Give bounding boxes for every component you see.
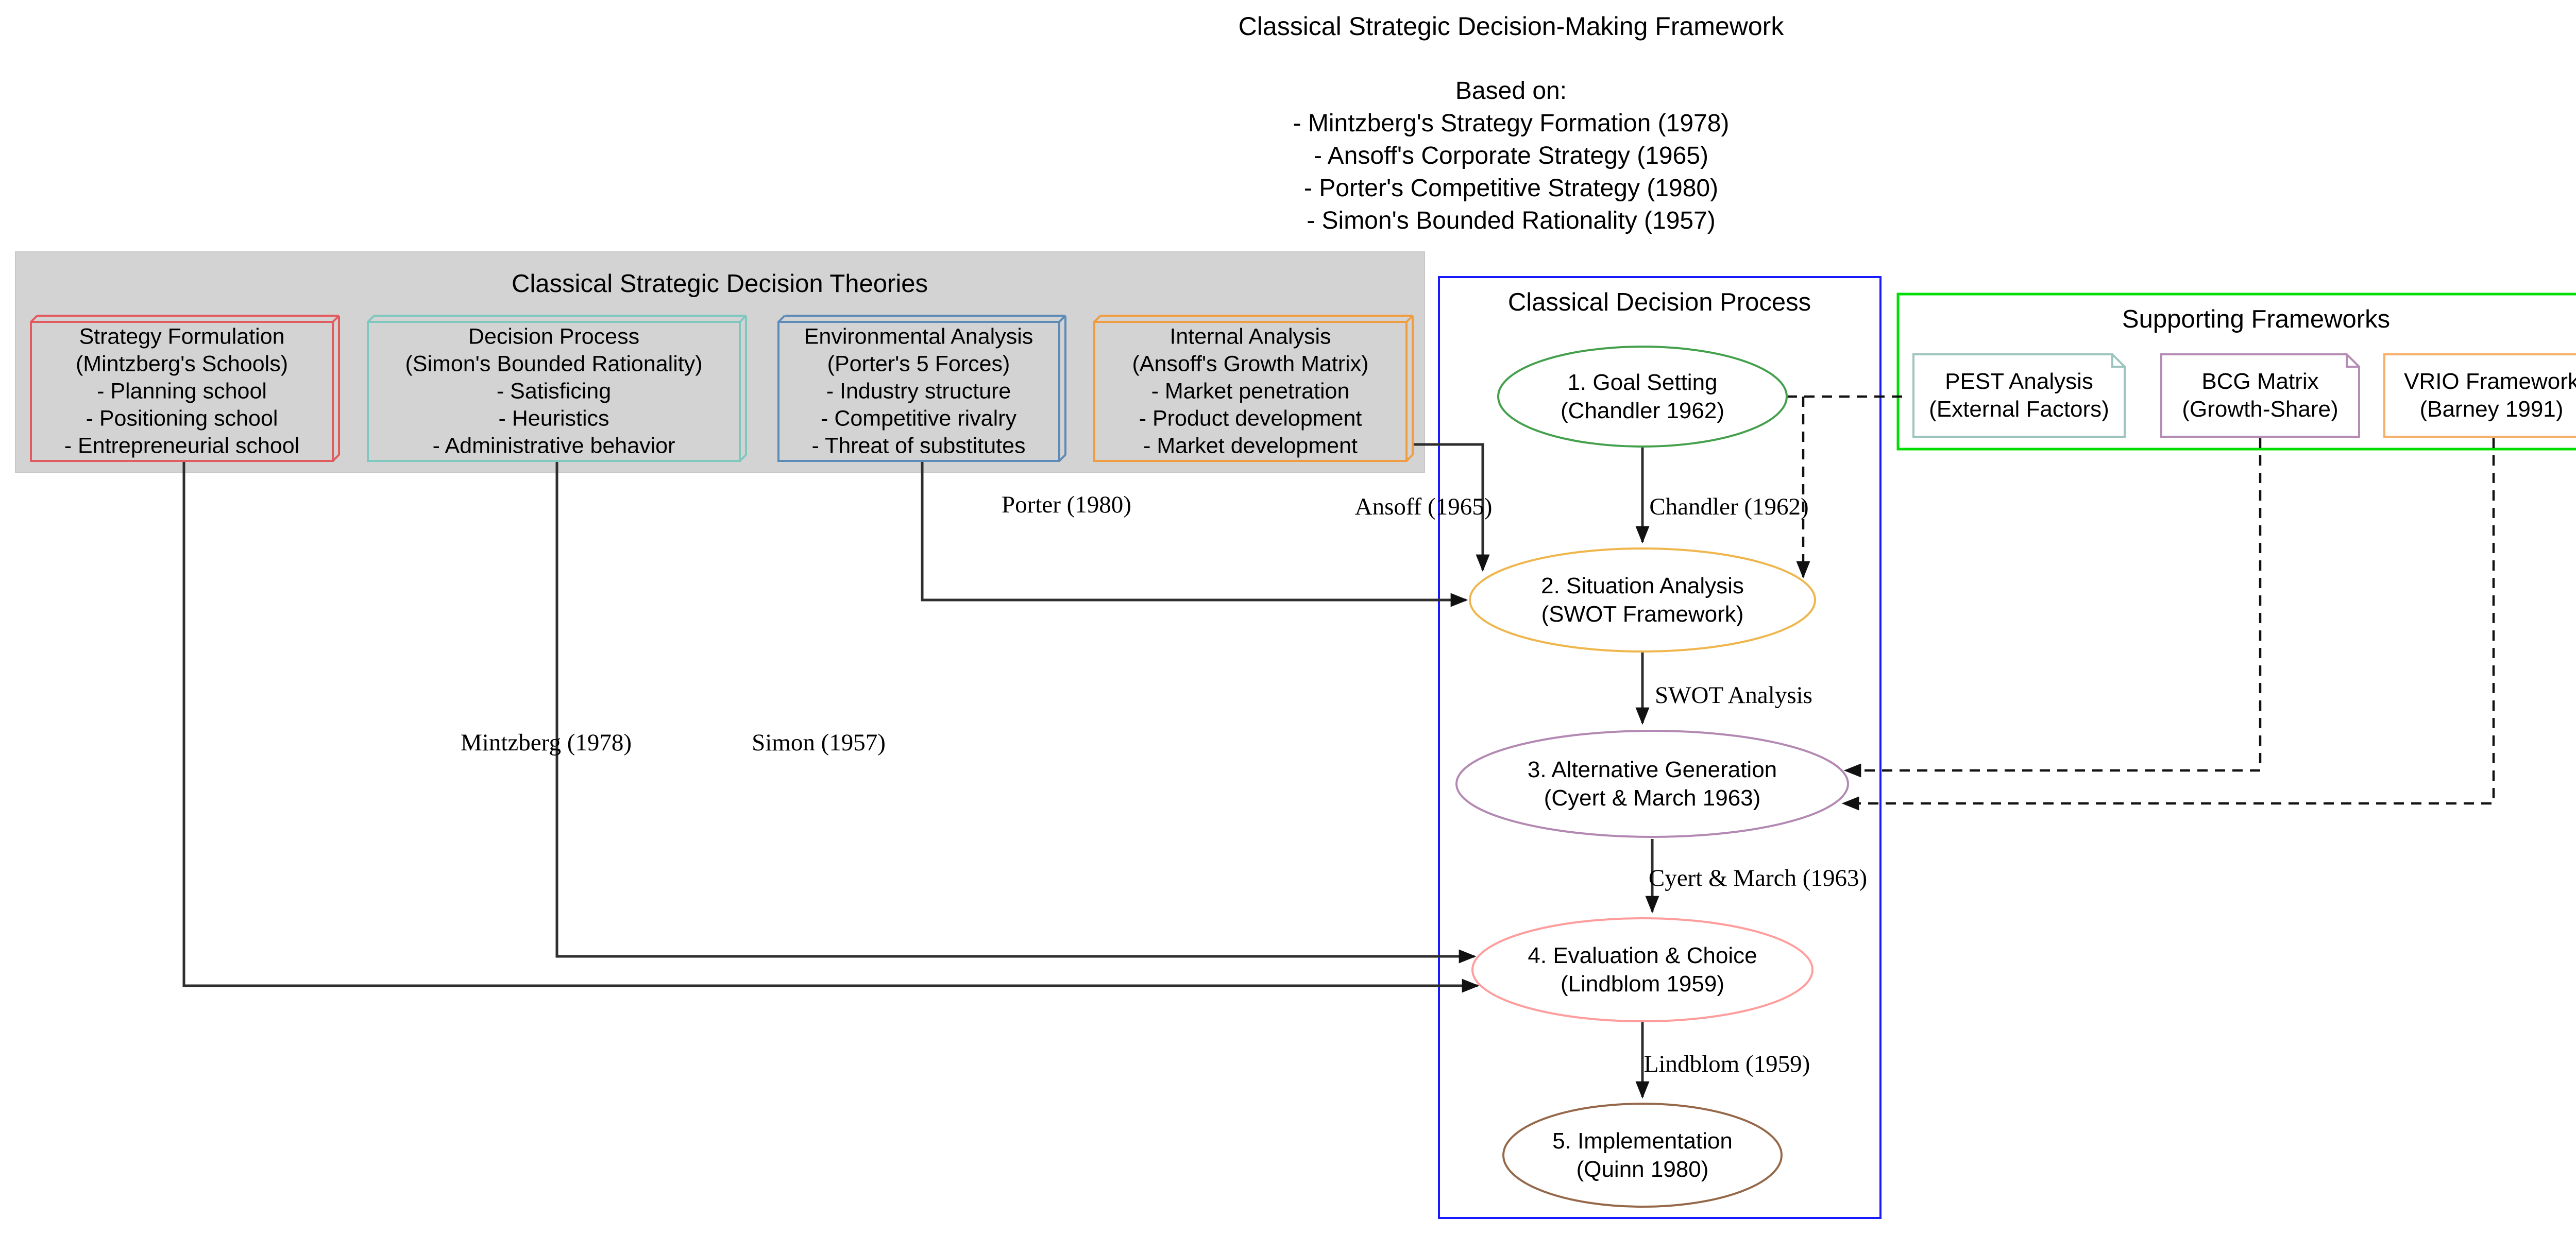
situation-analysis-ellipse: [1469, 547, 1816, 653]
strategy-formulation-box: [30, 315, 340, 462]
edge-label-swot: SWOT Analysis: [1655, 682, 1812, 709]
evaluation-choice-label: 4. Evaluation & Choice (Lindblom 1959): [1528, 943, 1757, 997]
goal-setting-label: 1. Goal Setting (Chandler 1962): [1561, 370, 1724, 423]
bcg-matrix-note: [2160, 353, 2360, 438]
edge-label-porter: Porter (1980): [1002, 491, 1131, 518]
edge-environmental-to-situation: [921, 462, 1468, 607]
based-on-block: Based on: - Mintzberg's Strategy Formati…: [1293, 75, 1730, 237]
edge-label-chandler: Chandler (1962): [1649, 493, 1809, 520]
strategy-formulation-label: Strategy Formulation (Mintzberg's School…: [64, 324, 300, 458]
edge-label-cyert: Cyert & March (1963): [1648, 865, 1868, 891]
decision-process-label: Decision Process (Simon's Bounded Ration…: [405, 324, 703, 458]
alternative-generation-ellipse: [1455, 730, 1849, 838]
pest-analysis-note: [1912, 353, 2126, 438]
theories-cluster-label: Classical Strategic Decision Theories: [512, 270, 928, 298]
internal-analysis-label: Internal Analysis (Ansoff's Growth Matri…: [1132, 324, 1369, 458]
based-on-heading: Based on:: [1455, 77, 1567, 105]
environmental-analysis-box: [777, 315, 1066, 462]
page-title: Classical Strategic Decision-Making Fram…: [1238, 12, 1784, 41]
dashed-edges: [1787, 395, 2495, 811]
alternative-generation-label: 3. Alternative Generation (Cyert & March…: [1527, 757, 1777, 811]
bcg-matrix-label: BCG Matrix (Growth-Share): [2182, 369, 2338, 422]
edge-bcg-to-alternative-dashed: [1843, 438, 2262, 778]
goal-setting-ellipse: [1497, 346, 1788, 448]
process-cluster-label: Classical Decision Process: [1507, 288, 1811, 316]
decision-process-box: [367, 315, 747, 462]
vrio-framework-label: VRIO Framework (Barney 1991): [2404, 369, 2576, 422]
implementation-ellipse: [1502, 1103, 1783, 1208]
edge-label-simon: Simon (1957): [752, 729, 886, 756]
edge-vrio-to-alternative-dashed: [1841, 438, 2495, 811]
edge-label-lindblom: Lindblom (1959): [1643, 1051, 1810, 1077]
implementation-label: 5. Implementation (Quinn 1980): [1552, 1128, 1733, 1182]
based-on-item: - Mintzberg's Strategy Formation (1978): [1293, 110, 1730, 137]
vrio-framework-note: [2383, 353, 2576, 438]
process-cluster: [1438, 276, 1882, 1219]
pest-analysis-label: PEST Analysis (External Factors): [1929, 369, 2109, 422]
edge-internal-to-situation: [1414, 443, 1490, 572]
edge-strategy-to-evaluation: [182, 462, 1480, 993]
supporting-cluster-label: Supporting Frameworks: [2122, 305, 2391, 333]
internal-analysis-box: [1093, 315, 1414, 462]
edge-decision-to-evaluation: [555, 462, 1477, 964]
environmental-analysis-label: Environmental Analysis (Porter's 5 Force…: [804, 324, 1033, 458]
edge-label-mintzberg: Mintzberg (1978): [461, 729, 632, 756]
solid-edges: [182, 443, 1659, 1099]
situation-analysis-label: 2. Situation Analysis (SWOT Framework): [1541, 573, 1744, 627]
based-on-item: - Porter's Competitive Strategy (1980): [1303, 175, 1719, 202]
supporting-cluster: [1896, 293, 2576, 451]
edge-label-ansoff: Ansoff (1965): [1354, 493, 1493, 520]
evaluation-choice-ellipse: [1471, 917, 1814, 1022]
based-on-item: - Ansoff's Corporate Strategy (1965): [1313, 142, 1709, 169]
based-on-item: - Simon's Bounded Rationality (1957): [1307, 207, 1716, 234]
